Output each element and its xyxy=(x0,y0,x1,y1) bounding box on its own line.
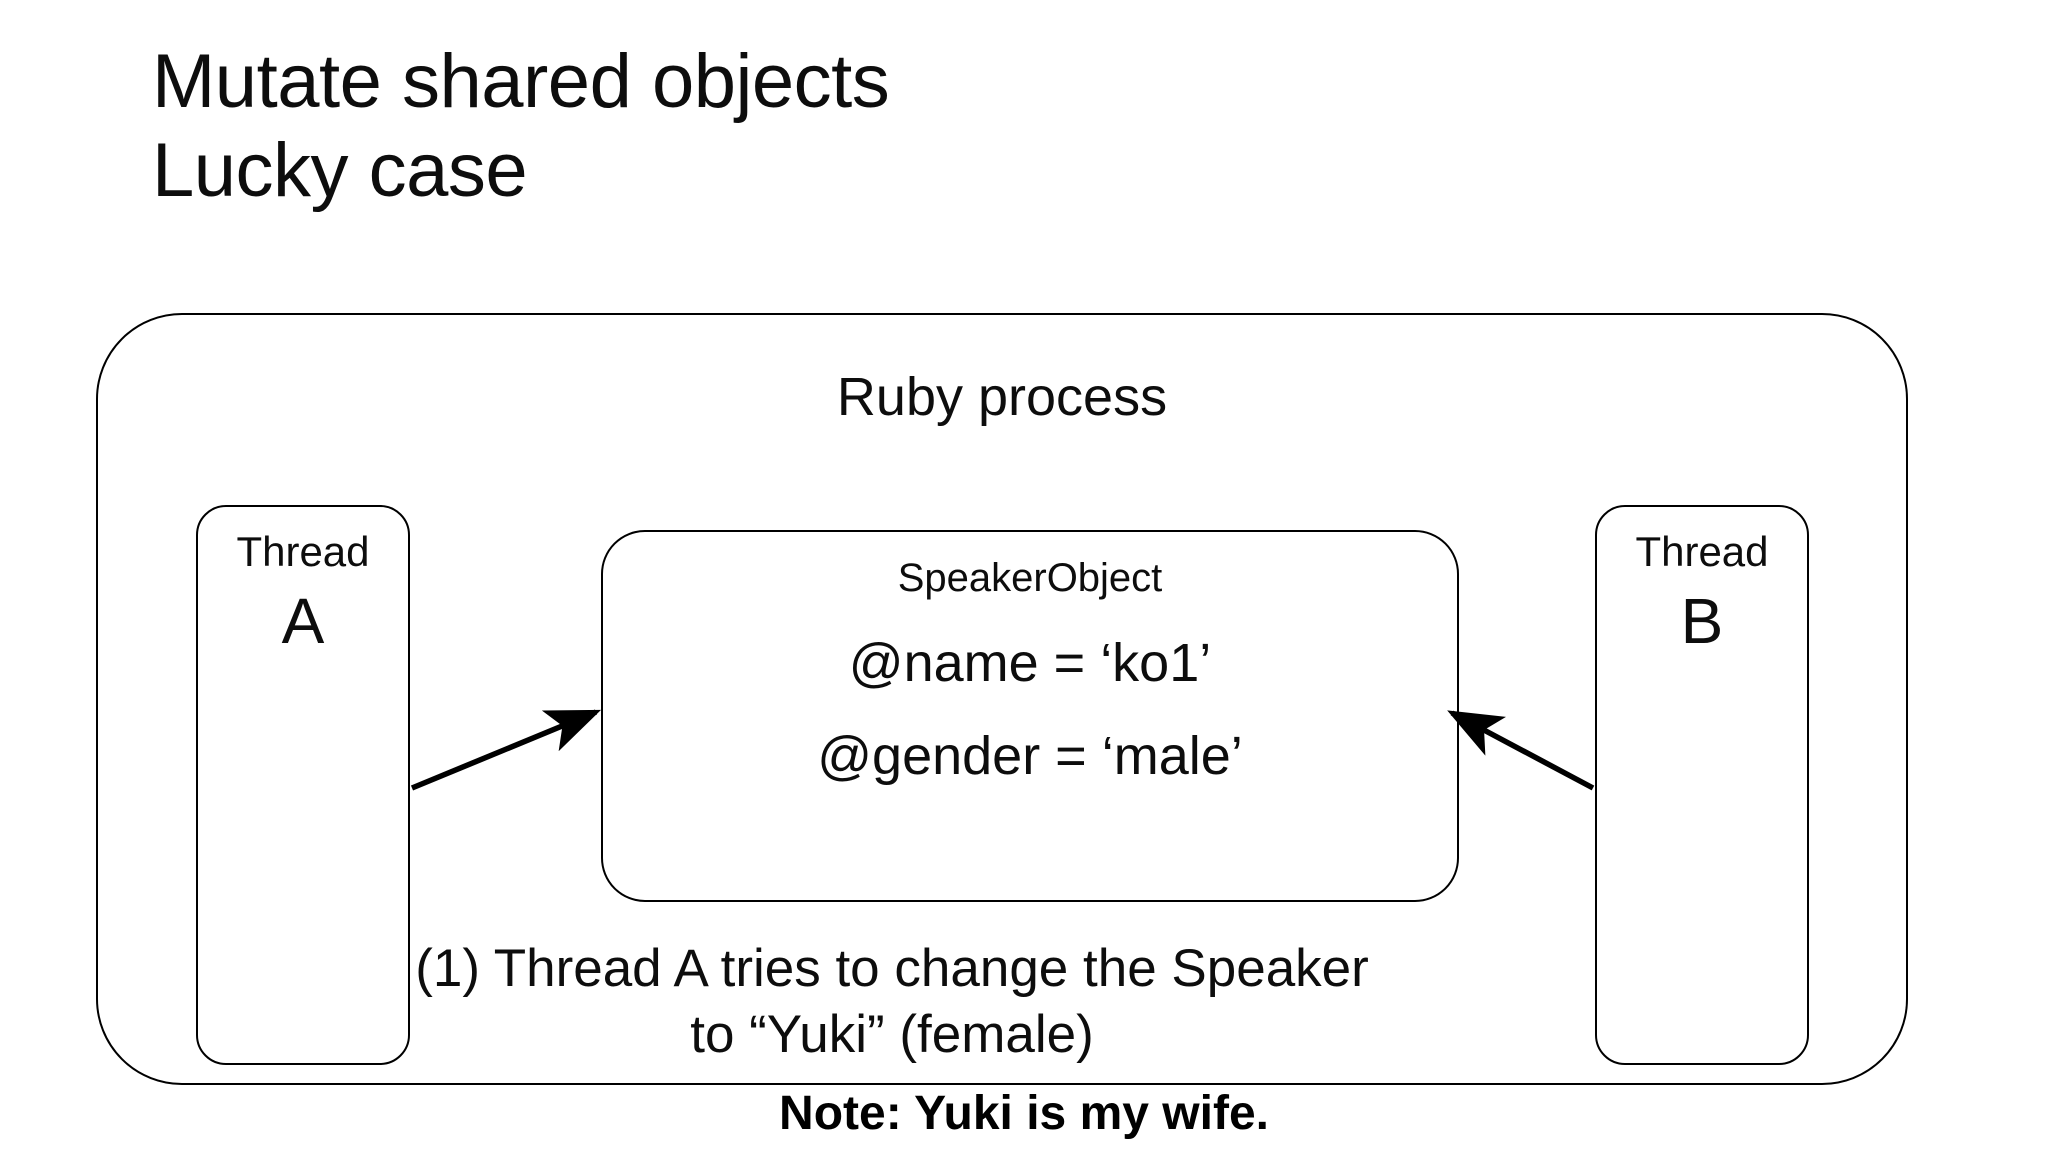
thread-b-word: Thread xyxy=(1635,528,1769,575)
page-title: Mutate shared objects Lucky case xyxy=(152,38,1652,216)
thread-a-letter: A xyxy=(281,585,325,658)
ruby-process-label: Ruby process xyxy=(836,367,1168,427)
speaker-attribute-name: @name = ‘ko1’ xyxy=(848,633,1212,693)
bottom-note: Note: Yuki is my wife. xyxy=(779,1087,1269,1140)
thread-box-b[interactable]: Thread B xyxy=(1595,505,1809,1065)
thread-a-word: Thread xyxy=(236,528,370,575)
step-caption-line-1: (1) Thread A tries to change the Speaker xyxy=(415,939,1369,998)
thread-b-letter: B xyxy=(1680,585,1724,658)
page-title-line-2: Lucky case xyxy=(152,127,528,213)
speaker-attribute-gender: @gender = ‘male’ xyxy=(817,726,1243,787)
speaker-object-box[interactable]: SpeakerObject @name = ‘ko1’ @gender = ‘m… xyxy=(601,530,1459,902)
thread-box-a[interactable]: Thread A xyxy=(196,505,410,1065)
step-caption: (1) Thread A tries to change the Speaker… xyxy=(222,936,1562,1069)
speaker-object-title: SpeakerObject xyxy=(897,556,1163,600)
page-title-line-1: Mutate shared objects xyxy=(152,39,890,124)
step-caption-line-2: to “Yuki” (female) xyxy=(690,1005,1094,1065)
